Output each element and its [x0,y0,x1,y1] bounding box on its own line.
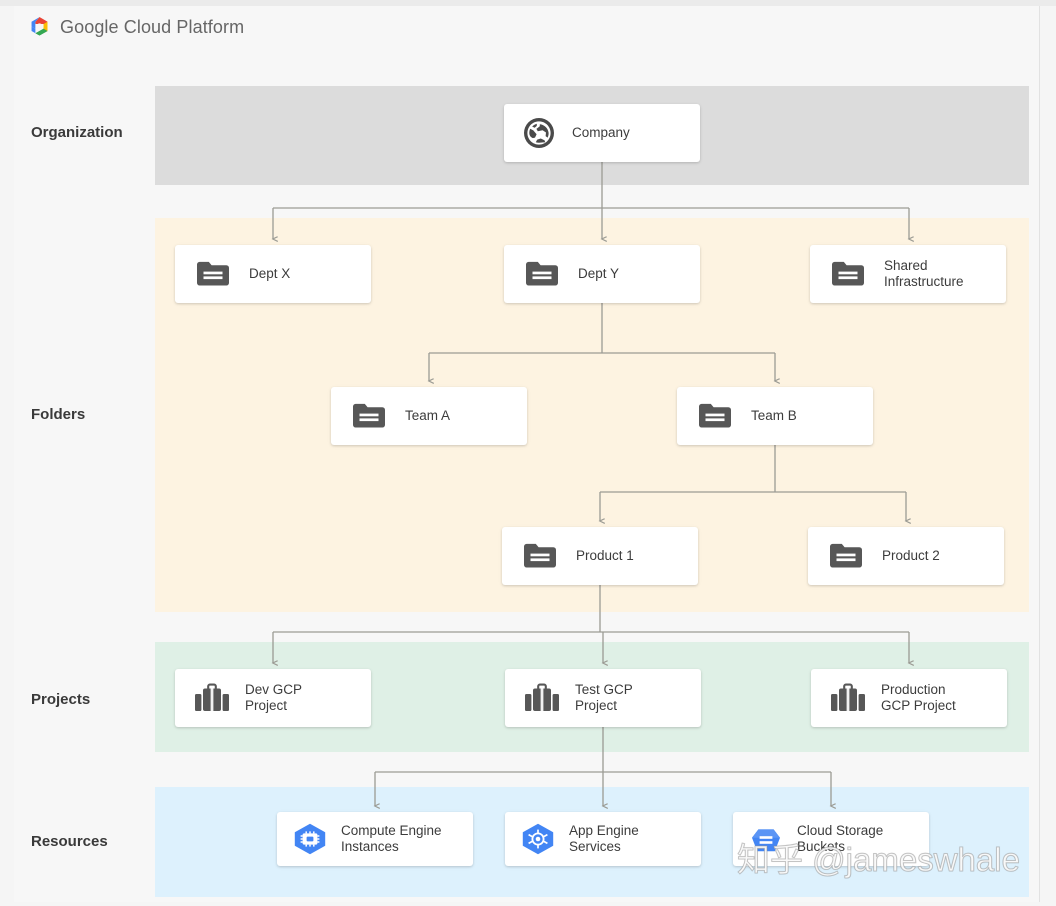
node-company[interactable]: Company [504,104,700,162]
watermark: 知乎 @jameswhale [737,841,1021,879]
node-label: Product 2 [882,548,940,563]
node-production-gcp-project[interactable]: Production GCP Project [811,669,1007,727]
node-compute-engine-instances[interactable]: Compute Engine Instances [277,812,473,866]
node-cloud-storage-buckets[interactable]: Cloud Storage Buckets [733,812,929,866]
app-header: Google Cloud Platform [28,12,244,42]
folder-icon [195,259,231,289]
tier-label-projects: Projects [31,691,91,708]
node-label: Cloud Storage Buckets [797,823,884,854]
node-app-engine-services[interactable]: App Engine Services [505,812,701,866]
node-label: Dev GCP Project [245,682,303,713]
node-product-1[interactable]: Product 1 [502,527,698,585]
node-test-gcp-project[interactable]: Test GCP Project [505,669,701,727]
project-briefcase-icon [829,682,867,714]
node-label: Test GCP Project [575,682,633,713]
folder-icon [524,259,560,289]
node-product-2[interactable]: Product 2 [808,527,1004,585]
node-label: Team B [751,408,797,423]
globe-icon [522,116,556,150]
node-shared-infrastructure[interactable]: Shared Infrastructure [810,245,1006,303]
folder-icon [522,541,558,571]
top-strip [0,0,1056,6]
folder-icon [351,401,387,431]
project-briefcase-icon [523,682,561,714]
folder-icon [697,401,733,431]
cloud-storage-icon [747,822,785,856]
compute-engine-icon [291,822,329,856]
node-label: Company [572,125,630,140]
app-engine-icon [519,822,557,856]
node-team-a[interactable]: Team A [331,387,527,445]
folder-icon [830,259,866,289]
node-label: Team A [405,408,451,423]
folder-icon [828,541,864,571]
brand-title: Google Cloud Platform [60,16,245,37]
node-label: App Engine Services [569,823,639,854]
node-dept-y[interactable]: Dept Y [504,245,700,303]
google-cloud-hexagon-logo-icon [28,15,51,40]
node-dev-gcp-project[interactable]: Dev GCP Project [175,669,371,727]
tier-label-resources: Resources [31,833,108,850]
node-label: Dept X [249,266,291,281]
node-label: Dept Y [578,266,620,281]
node-label: Shared Infrastructure [884,258,964,289]
tier-label-organization: Organization [31,124,123,141]
tier-label-folders: Folders [31,406,86,423]
node-label: Compute Engine Instances [341,823,442,854]
node-label: Production GCP Project [881,682,956,713]
node-team-b[interactable]: Team B [677,387,873,445]
project-briefcase-icon [193,682,231,714]
node-label: Product 1 [576,548,634,563]
node-dept-x[interactable]: Dept X [175,245,371,303]
